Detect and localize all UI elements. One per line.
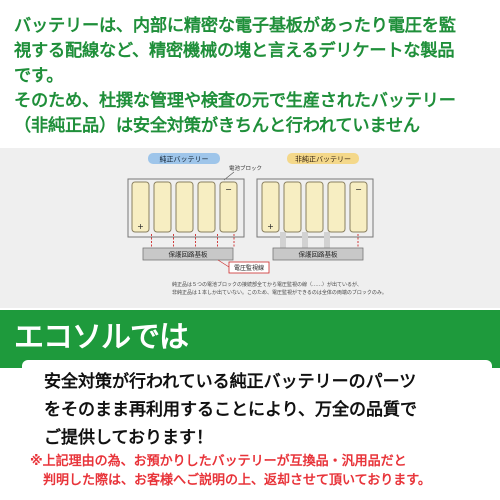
- cell: [327, 181, 346, 233]
- intro-line: です。: [14, 66, 64, 86]
- eco-content-box: 安全対策が行われている純正バッテリーのパーツ をそのまま再利用することにより、万…: [22, 360, 492, 494]
- left-cells: [131, 181, 238, 233]
- plus-sign: +: [267, 222, 274, 231]
- voltage-monitor-box: [228, 261, 270, 274]
- cell: [219, 181, 238, 233]
- intro-line: （非純正品）は安全対策がきちんと行われていません: [14, 116, 420, 136]
- voltage-monitor-label: 電圧監視線: [234, 264, 264, 272]
- cell-block-label: 電池ブロック: [229, 164, 262, 172]
- left-battery-frame: [127, 178, 245, 238]
- eco-body: 安全対策が行われている純正バッテリーのパーツ をそのまま再利用することにより、万…: [44, 368, 417, 452]
- left-protection-board: [142, 247, 234, 261]
- right-connectors: [280, 232, 330, 248]
- left-monitor-wires: [151, 234, 235, 248]
- minus-sign: −: [355, 185, 362, 194]
- eco-note: ※上記理由の為、お預かりしたバッテリーが互換品・汎用品だと 判明した際は、お客様…: [30, 452, 431, 490]
- plus-sign: +: [137, 222, 144, 231]
- eco-title: エコソルでは: [14, 320, 189, 355]
- right-title-pill: [287, 153, 359, 164]
- left-title-pill: [148, 153, 220, 164]
- eco-body-line: ご提供しております！: [44, 428, 213, 448]
- cell: [261, 181, 280, 233]
- intro-text: バッテリーは、内部に精密な電子基板があったり電圧を監 視する配線など、精密機械の…: [14, 14, 490, 139]
- right-battery-frame: [256, 178, 374, 238]
- cell: [131, 181, 150, 233]
- cell: [175, 181, 194, 233]
- cell: [197, 181, 216, 233]
- diagram-caption-line: 純正品は５つの電池ブロックの接続部全てから電圧監視の線（……）が出ているが、: [172, 281, 362, 288]
- battery-diagram-figure: 純正バッテリー 非純正バッテリー 電池ブロック + − 保護回路基板: [127, 153, 387, 296]
- right-board-label: 保護回路基板: [299, 250, 339, 259]
- right-cells: [261, 181, 368, 233]
- battery-diagram: 純正バッテリー 非純正バッテリー 電池ブロック + − 保護回路基板: [0, 148, 500, 308]
- cell: [349, 181, 368, 233]
- cell: [283, 181, 302, 233]
- cell: [305, 181, 324, 233]
- eco-note-line: 判明した際は、お客様へご説明の上、返却させて頂いております。: [30, 473, 431, 488]
- left-title: 純正バッテリー: [160, 155, 209, 164]
- eco-body-line: をそのまま再利用することにより、万全の品質で: [44, 400, 417, 420]
- cell: [153, 181, 172, 233]
- eco-header-band: エコソルでは: [0, 310, 500, 368]
- intro-line: 視する配線など、精密機械の塊と言えるデリケートな製品: [14, 41, 455, 61]
- right-title: 非純正バッテリー: [295, 155, 351, 164]
- intro-line: そのため、杜撰な管理や検査の元で生産されたバッテリー: [14, 91, 456, 111]
- diagram-caption-line: 非純正品は１本しか出ていない。このため、電圧監視ができるのは全体の両端のブロック…: [172, 289, 387, 296]
- eco-body-line: 安全対策が行われている純正バッテリーのパーツ: [44, 372, 417, 392]
- intro-line: バッテリーは、内部に精密な電子基板があったり電圧を監: [14, 16, 456, 36]
- minus-sign: −: [225, 185, 232, 194]
- left-board-label: 保護回路基板: [169, 250, 209, 259]
- right-protection-board: [272, 247, 364, 261]
- eco-note-line: ※上記理由の為、お預かりしたバッテリーが互換品・汎用品だと: [30, 454, 407, 469]
